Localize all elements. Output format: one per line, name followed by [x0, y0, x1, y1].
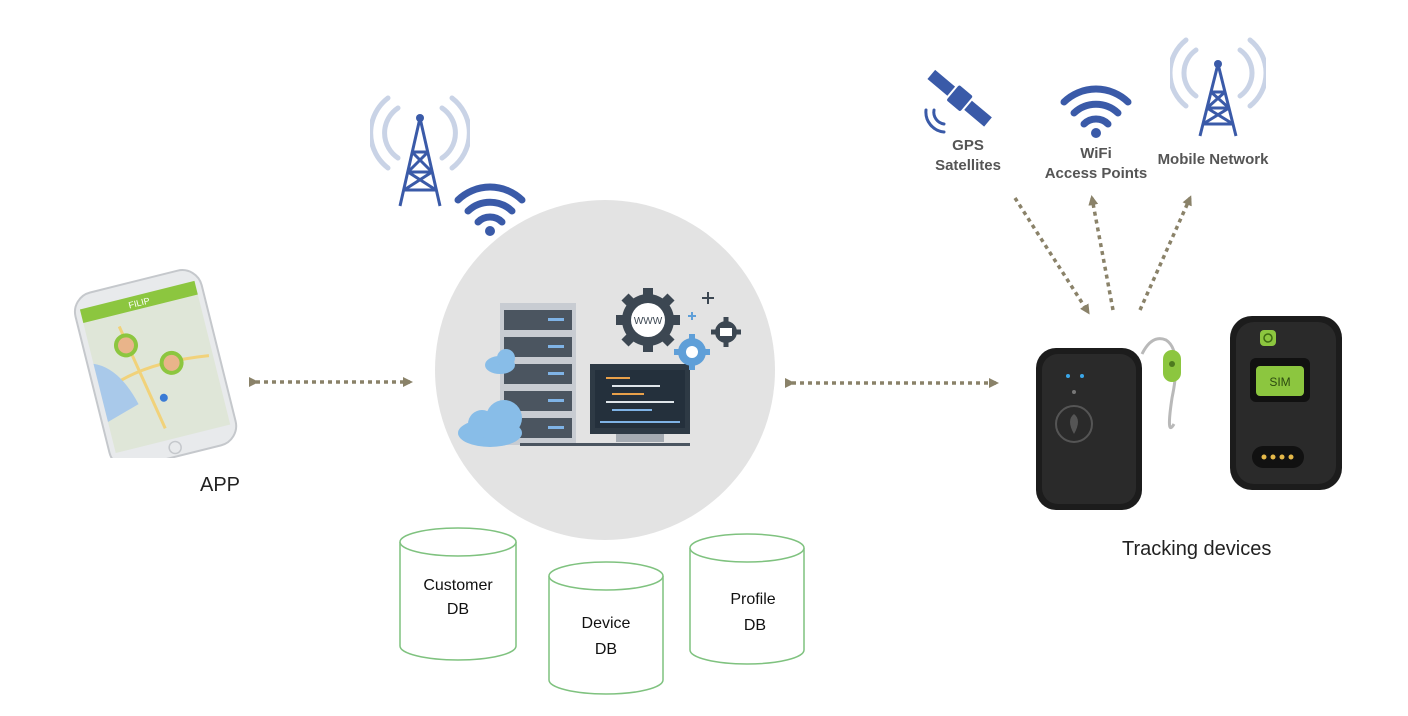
wifi-icon [454, 183, 526, 236]
cloud-server-illustration: WWW [435, 200, 775, 540]
wifi-access-point-icon [1060, 85, 1132, 138]
wifi-label-line1: WiFi [1080, 145, 1112, 162]
mobile-tower-icon [1170, 37, 1266, 137]
db-cylinder-icon [689, 533, 805, 665]
arrow-mobile [1138, 195, 1192, 311]
wifi-label-line2: Access Points [1044, 165, 1148, 182]
cell-tower-icon [370, 95, 470, 207]
gps-label-line1: GPS [952, 137, 984, 154]
db-cylinder-icon [548, 561, 664, 695]
device-db-label-line1: Device [581, 615, 631, 632]
satellite-icon [924, 69, 992, 134]
www-text: WWW [634, 316, 663, 327]
db-cylinder-icon [399, 527, 517, 661]
device-db-label-line2: DB [594, 641, 618, 658]
profile-db-label-line1: Profile [730, 591, 776, 608]
tracking-device-front-illustration [1036, 337, 1181, 510]
gps-label-line2: Satellites [935, 157, 1001, 174]
customer-db: Customer DB [398, 526, 518, 662]
mobile-network-label: Mobile Network [1157, 151, 1269, 168]
profile-db-label-line2: DB [743, 617, 767, 634]
arrow-gps [1013, 197, 1090, 315]
arrow-wifi [1088, 195, 1115, 311]
profile-db: Profile DB [688, 532, 806, 666]
gps-satellites-label: GPS Satellites [928, 136, 1008, 176]
smartphone-app-illustration: FILIP [73, 269, 238, 458]
customer-db-label-line2: DB [446, 601, 470, 618]
tracking-device-back-illustration: SIM [1230, 316, 1342, 490]
app-label: APP [200, 474, 241, 496]
tracking-devices-label: Tracking devices [1122, 538, 1272, 560]
device-db: Device DB [547, 560, 665, 696]
wifi-access-points-label: WiFi Access Points [1040, 144, 1152, 184]
sim-label: SIM [1269, 375, 1290, 389]
customer-db-label-line1: Customer [423, 577, 493, 594]
